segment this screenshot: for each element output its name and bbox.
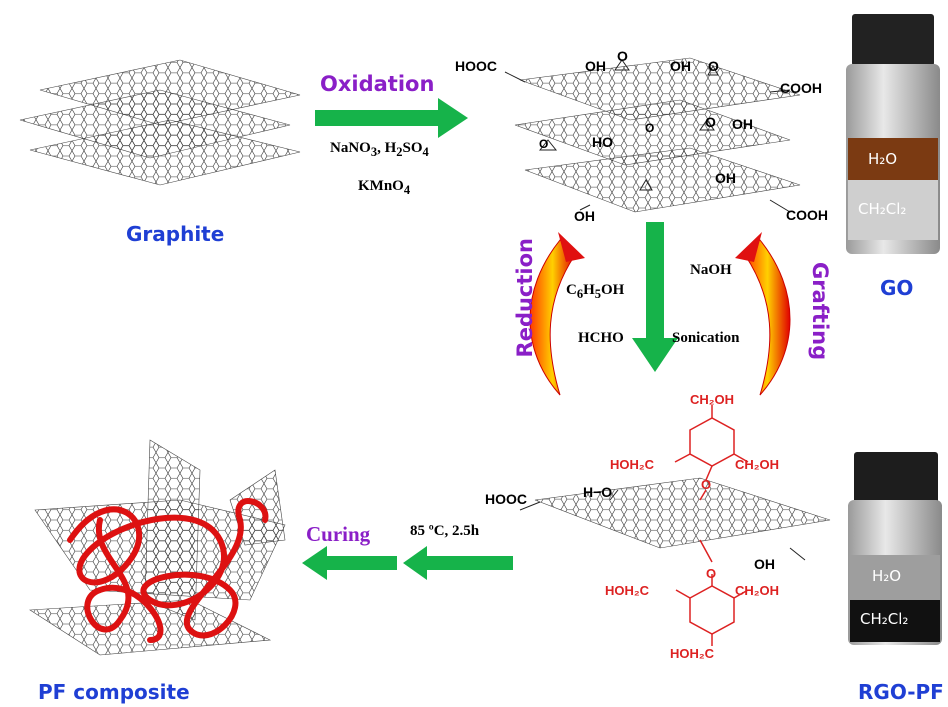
sonication-condition: Sonication: [672, 330, 740, 346]
go-oh-4: OH: [715, 170, 736, 186]
go-ho: HO: [592, 134, 613, 150]
go-label: GO: [880, 276, 914, 300]
go-vial-bottom-phase: CH₂Cl₂: [858, 200, 907, 218]
go-epoxy-3: O: [645, 121, 655, 135]
reduction-label: Reduction: [513, 238, 537, 358]
go-oh-1: OH: [585, 58, 606, 74]
rgo-oh: OH: [754, 556, 775, 572]
go-epoxy-1: O: [617, 48, 628, 64]
hcho-reagent: HCHO: [578, 330, 624, 346]
rgo-pf-sheet: [519, 405, 831, 646]
rgo-hoh2c-low-left: HOH₂C: [605, 583, 650, 598]
rgo-pf-vial: [848, 452, 942, 645]
go-vial: [846, 14, 940, 254]
naoh-reagent: NaOH: [690, 262, 732, 278]
graphite-label: Graphite: [126, 222, 225, 246]
go-epoxy-5: O: [539, 137, 549, 151]
go-epoxy-4: O: [705, 114, 716, 130]
go-vial-top-phase: H₂O: [868, 150, 898, 168]
rgo-vial-bottom-phase: CH₂Cl₂: [860, 610, 909, 628]
grafting-label: Grafting: [808, 262, 832, 361]
graphite-sheets: [19, 59, 301, 186]
rgo-pf-label: RGO-PF: [858, 680, 944, 704]
rgo-ch2oh-right: CH₂OH: [735, 457, 780, 472]
rgo-hooc: HOOC: [485, 491, 527, 507]
oxidation-arrow: [315, 98, 468, 138]
rgo-hoh2c-bottom: HOH₂C: [670, 646, 715, 661]
grafting-curve-arrow: [735, 232, 791, 396]
phenol-reagent: C6H5OH: [566, 282, 625, 301]
pf-composite-label: PF composite: [38, 680, 190, 704]
rgo-o-bottom: O: [706, 566, 717, 581]
go-oh-3: OH: [732, 116, 753, 132]
go-hooc: HOOC: [455, 58, 497, 74]
go-epoxy-2: O: [708, 58, 719, 74]
oxidation-label: Oxidation: [320, 72, 435, 96]
rgo-ch2oh-low-right: CH₂OH: [735, 583, 780, 598]
rgo-h-o: H−O: [583, 484, 613, 500]
graphene-oxide-sheets: [504, 57, 801, 213]
curing-condition: 85 ºC, 2.5h: [410, 523, 480, 539]
curing-label: Curing: [306, 522, 371, 546]
rgo-vial-top-phase: H₂O: [872, 567, 902, 585]
go-cooh-2: COOH: [786, 207, 828, 223]
pf-composite-drawing: [29, 439, 286, 656]
reduction-curve-arrow: [529, 232, 585, 396]
rgo-ch2oh-top: CH₂OH: [690, 392, 735, 407]
oxidation-reagent-1: NaNO3, H2SO4: [330, 140, 429, 159]
go-oh-2: OH: [670, 58, 691, 74]
rgo-hoh2c-left: HOH₂C: [610, 457, 655, 472]
down-arrow: [632, 222, 678, 372]
go-oh-5: OH: [574, 208, 595, 224]
curing-arrows: [302, 546, 513, 580]
go-cooh-1: COOH: [780, 80, 822, 96]
oxidation-reagent-2: KMnO4: [358, 178, 411, 197]
rgo-o-top: O: [701, 477, 712, 492]
